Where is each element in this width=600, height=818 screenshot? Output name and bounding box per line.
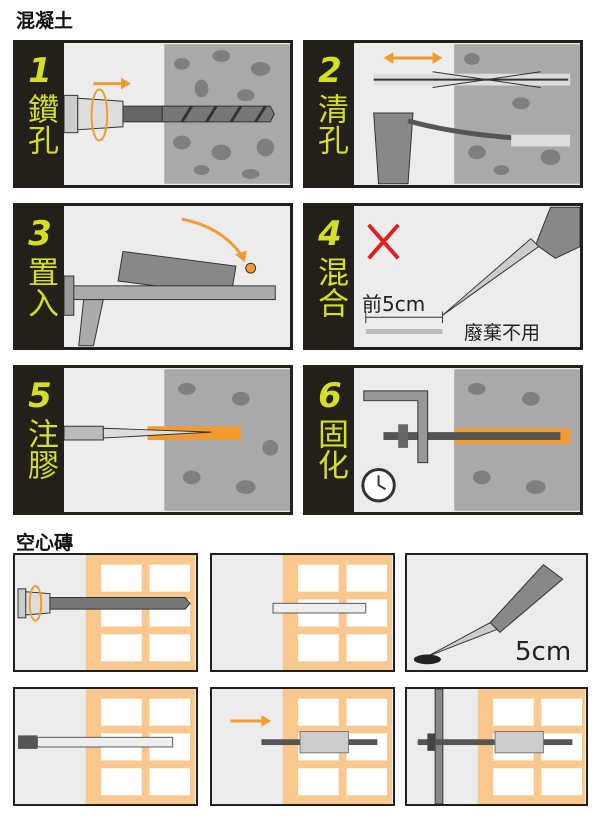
hollow-step-drill [13,553,198,672]
step-label: 清孔 [312,93,348,155]
hollow-step-sleeve [210,553,395,672]
insert-cartridge-illustration [64,206,290,347]
section-title-hollow-brick: 空心磚 [16,532,74,554]
step-label: 固化 [312,418,348,480]
step-label: 注膠 [22,418,58,480]
step-label: 混合 [312,256,348,318]
step-label: 置入 [22,256,58,318]
step-number: 6 [318,376,342,416]
clean-hole-illustration [354,43,580,185]
mix-discard-illustration: 前5cm 廢棄不用 [354,206,580,347]
step-label: 鑽孔 [22,93,58,155]
section-title-concrete: 混凝土 [16,10,74,32]
inject-illustration [64,368,290,512]
hollow-measure-label: 5cm [515,637,572,667]
drill-illustration [64,43,290,185]
step-number: 1 [28,51,52,91]
step-number: 5 [28,376,52,416]
hollow-step-anchor [210,687,395,806]
discard-label: 廢棄不用 [464,322,541,344]
step-number: 2 [318,51,342,91]
hollow-step-fix [405,687,588,806]
hollow-step-discard: 5cm [405,553,588,672]
hollow-step-inject [13,687,198,806]
cure-illustration [354,368,580,512]
measure-label: 前5cm [362,292,426,316]
step-number: 4 [318,214,342,254]
step-number: 3 [28,214,52,254]
